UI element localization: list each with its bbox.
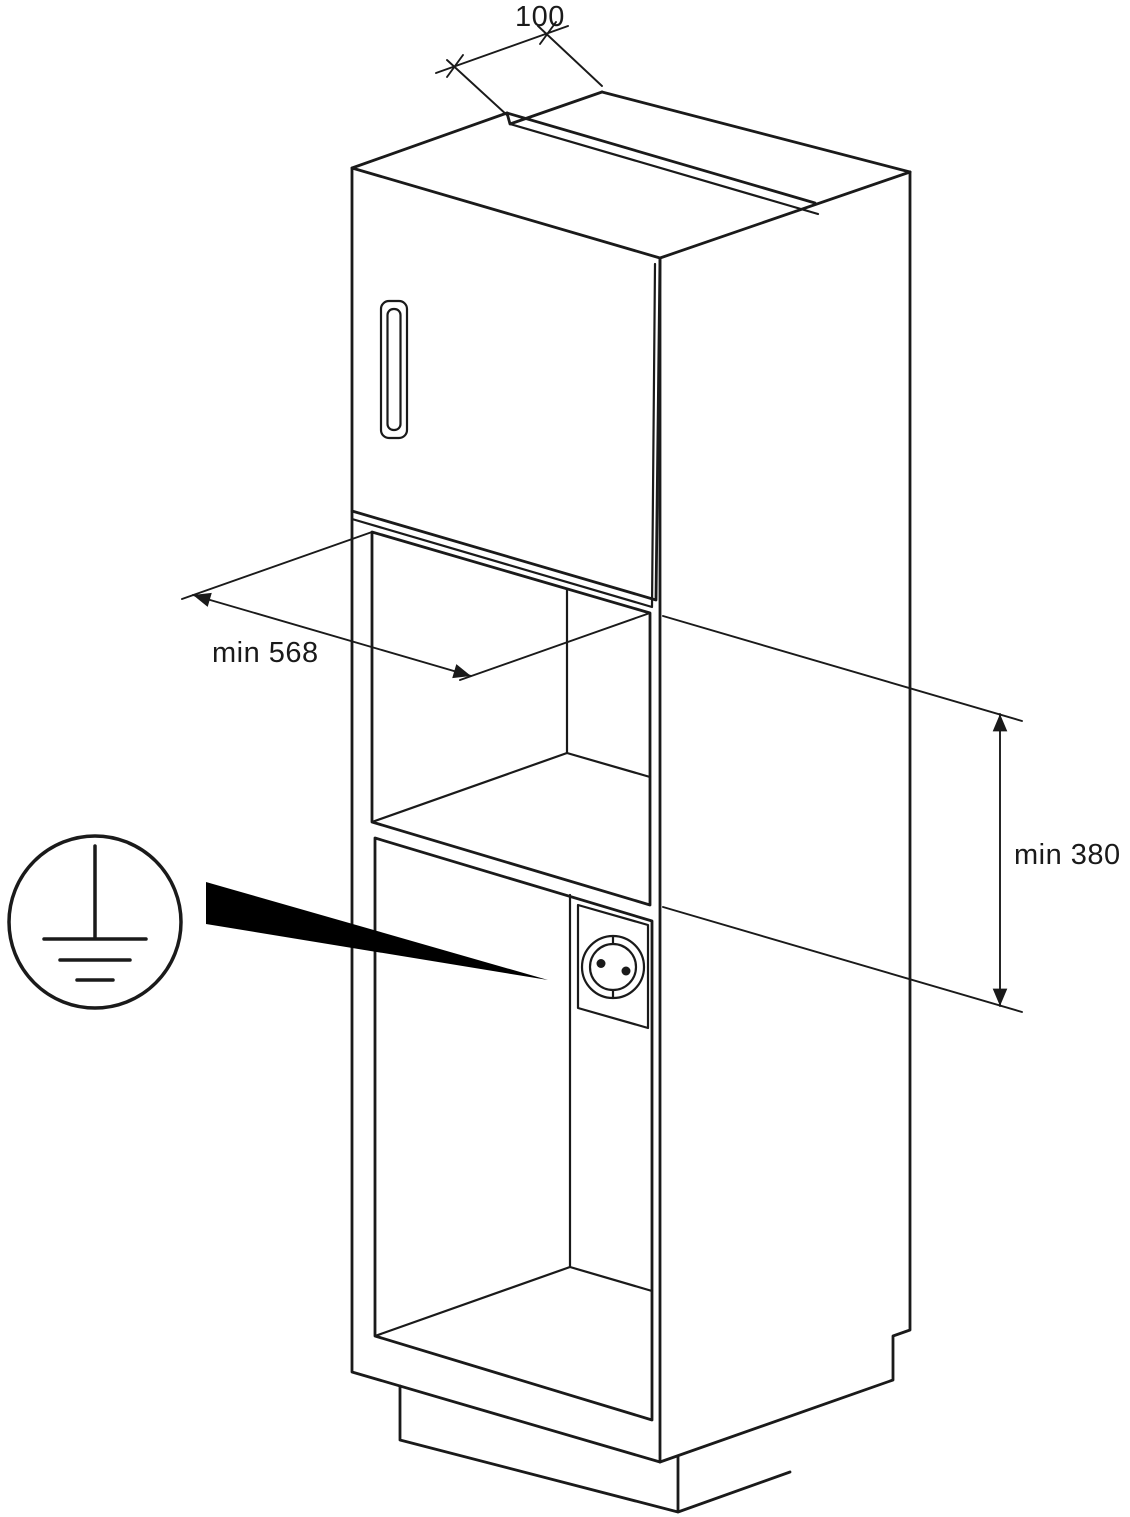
power-socket <box>576 903 650 1030</box>
lower-niche-floor-edges <box>373 1265 654 1338</box>
door-handle-inner <box>386 307 402 432</box>
callout-arrow <box>206 882 548 980</box>
earth-symbol-circle <box>7 834 183 1010</box>
cabinet-back-top-edge <box>600 90 912 174</box>
cabinet-side-panel <box>658 170 912 1464</box>
lower-niche <box>373 836 654 1422</box>
dimension-niche-width-line <box>192 592 472 679</box>
dimension-niche-width: min 568 <box>181 531 651 681</box>
dimension-top-gap: 100 <box>435 1 603 117</box>
door-edge-inner-line <box>350 262 657 609</box>
dimension-niche-height: min 380 <box>662 615 1121 1013</box>
dimension-niche-height-extension-lines <box>662 615 1023 1013</box>
dimension-niche-height-label: min 380 <box>1014 839 1121 871</box>
socket-pin-hole-right <box>621 966 631 976</box>
cabinet-top-face <box>350 90 604 170</box>
socket-outer-ring <box>580 934 646 1000</box>
door-outline <box>350 256 662 602</box>
cabinet-drawing <box>350 90 912 1514</box>
dimension-top-gap-ticks <box>446 21 557 78</box>
cabinet-side-panel-top-edge <box>658 170 912 260</box>
dimension-niche-width-extension-lines <box>181 531 651 681</box>
cabinet-front-frame <box>350 166 662 1464</box>
socket-pin-hole-left <box>596 959 606 968</box>
upper-niche <box>370 530 652 907</box>
earth-symbol-bars <box>42 937 148 982</box>
cabinet-door <box>350 256 662 609</box>
upper-niche-floor-edges <box>370 751 652 824</box>
lower-niche-opening <box>373 836 654 1422</box>
dimension-niche-width-label: min 568 <box>212 637 319 669</box>
dimension-top-gap-line <box>435 25 569 74</box>
socket-plate <box>576 903 650 1030</box>
socket-recess <box>588 942 638 992</box>
cabinet-plinth <box>398 1384 792 1514</box>
cabinet-top-joint-line <box>505 111 817 205</box>
cabinet-top-gap-strip <box>508 122 820 216</box>
dimension-top-gap-label: 100 <box>515 1 565 33</box>
earth-ground-symbol-icon <box>7 834 183 1010</box>
dimension-top-gap-extension-lines <box>446 25 603 117</box>
upper-niche-opening <box>370 530 652 907</box>
door-handle <box>379 299 409 440</box>
